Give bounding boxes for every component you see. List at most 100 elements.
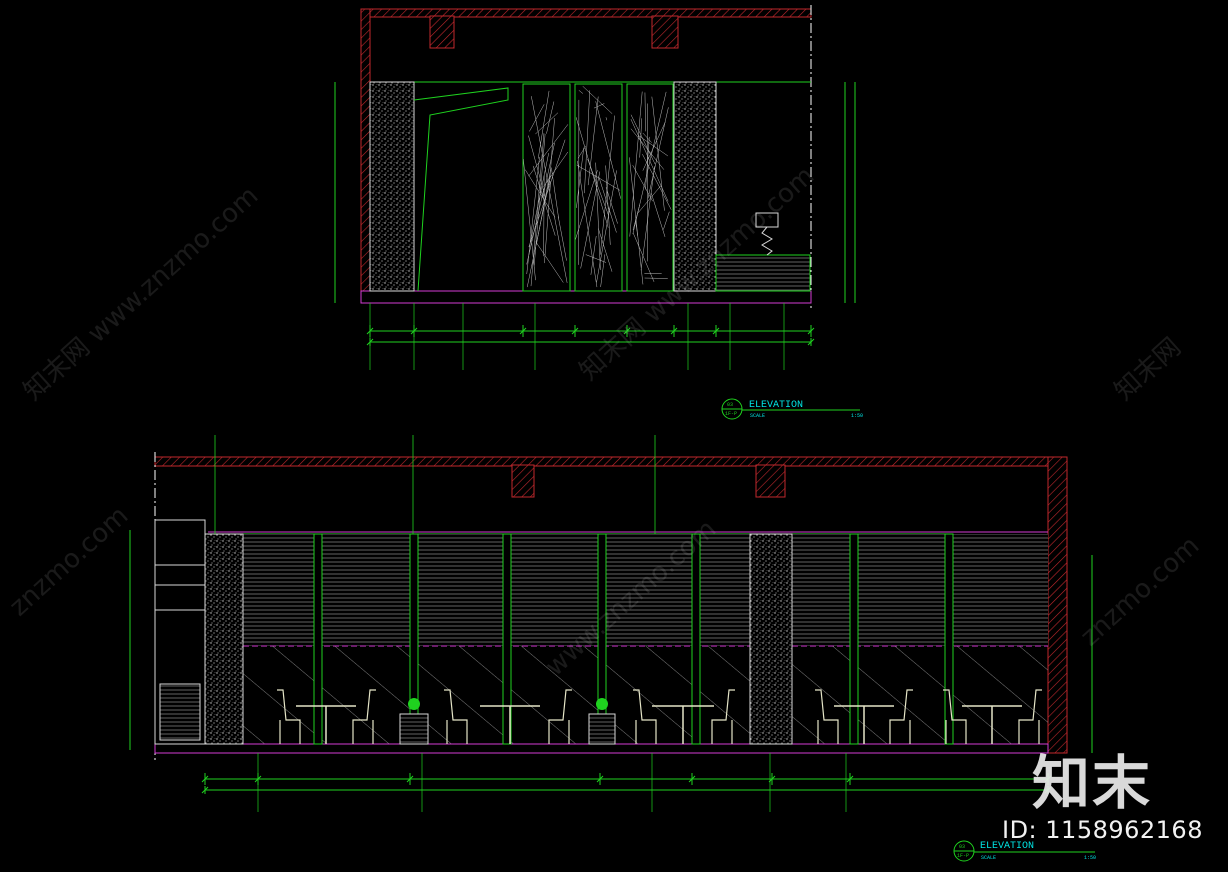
dim-slash bbox=[519, 327, 527, 335]
drawing-number: 03 bbox=[727, 402, 734, 408]
screen-texture bbox=[632, 204, 640, 230]
dim-slash bbox=[846, 775, 854, 783]
chair bbox=[352, 689, 376, 744]
mullion bbox=[691, 533, 701, 745]
screen-texture bbox=[593, 103, 605, 109]
screen-texture bbox=[599, 115, 615, 255]
beam bbox=[651, 15, 679, 49]
dim-slash bbox=[201, 786, 209, 794]
table-lamp-shade bbox=[755, 212, 779, 228]
screen-texture bbox=[605, 117, 608, 121]
screen-texture bbox=[528, 139, 566, 248]
screen-texture bbox=[587, 96, 599, 186]
screen-texture bbox=[629, 91, 643, 237]
screen-texture bbox=[590, 235, 597, 275]
screen-texture bbox=[642, 154, 672, 210]
mullion bbox=[944, 533, 954, 745]
screen-texture bbox=[523, 159, 536, 281]
screen-texture bbox=[600, 254, 606, 287]
screen-texture bbox=[535, 112, 559, 135]
plant bbox=[408, 698, 420, 710]
dim-slash bbox=[688, 775, 696, 783]
dining-furniture bbox=[277, 689, 1042, 745]
screen-texture bbox=[546, 101, 555, 134]
stone-column bbox=[749, 533, 793, 745]
dim-slash bbox=[1044, 775, 1052, 783]
screen-texture bbox=[557, 215, 567, 261]
plant bbox=[596, 698, 608, 710]
screen-texture bbox=[537, 90, 550, 159]
dim-slash bbox=[406, 775, 414, 783]
screen-texture bbox=[598, 176, 617, 233]
screen-texture bbox=[638, 135, 669, 157]
dim-slash bbox=[596, 775, 604, 783]
chair bbox=[711, 689, 735, 744]
screen-texture bbox=[639, 118, 643, 158]
screen-texture bbox=[595, 162, 601, 270]
screen-texture bbox=[529, 153, 549, 243]
planter-stand bbox=[399, 713, 429, 745]
screen-texture bbox=[595, 101, 621, 199]
chair bbox=[1018, 689, 1042, 744]
screen-texture bbox=[551, 167, 559, 219]
elevation-bottom bbox=[129, 435, 1093, 812]
screen-panels bbox=[522, 83, 674, 292]
screen-texture bbox=[528, 124, 569, 177]
screen-texture bbox=[663, 211, 670, 230]
screen-texture bbox=[532, 165, 556, 236]
beam bbox=[429, 15, 455, 49]
screen-texture bbox=[582, 86, 613, 114]
cabinet bbox=[159, 683, 201, 741]
dim-slash bbox=[807, 327, 815, 335]
screen-texture bbox=[644, 92, 646, 132]
console-cabinet bbox=[715, 254, 811, 292]
drawing-title: ELEVATION bbox=[749, 400, 804, 411]
stone-column bbox=[204, 533, 244, 745]
dim-slash bbox=[670, 327, 678, 335]
dimension-chain bbox=[334, 82, 856, 370]
screen-texture bbox=[587, 158, 609, 216]
screen-texture bbox=[543, 151, 569, 187]
screen-texture bbox=[598, 228, 613, 272]
floor-band bbox=[360, 290, 812, 304]
screen-texture bbox=[526, 188, 545, 265]
screen-texture bbox=[629, 157, 644, 285]
dim-slash bbox=[807, 338, 815, 346]
screen-texture bbox=[596, 170, 617, 283]
scale-value: 1:50 bbox=[1084, 855, 1097, 861]
chair bbox=[444, 689, 468, 744]
scale-label: SCALE bbox=[981, 855, 997, 861]
screen-texture bbox=[577, 145, 587, 159]
screen-texture bbox=[637, 185, 661, 214]
door-outline bbox=[413, 87, 509, 292]
mullions bbox=[313, 533, 954, 745]
title-block-top bbox=[721, 398, 860, 420]
stone-panel bbox=[673, 81, 717, 292]
screen-texture bbox=[528, 135, 547, 200]
screen-texture bbox=[530, 133, 545, 287]
drawing-number: 03 bbox=[959, 844, 966, 850]
chair bbox=[277, 689, 301, 744]
elevation-top bbox=[334, 5, 856, 370]
dim-slash bbox=[1044, 786, 1052, 794]
dimension-chain bbox=[129, 435, 1093, 812]
screen-texture bbox=[543, 175, 545, 257]
screen-texture bbox=[585, 254, 607, 263]
glass-wall bbox=[243, 646, 1048, 744]
screen-texture bbox=[535, 241, 564, 283]
screen-panel bbox=[626, 83, 674, 292]
chair bbox=[889, 689, 913, 744]
ceiling-slab bbox=[154, 456, 1068, 467]
screen-texture bbox=[575, 170, 598, 240]
mullion bbox=[597, 533, 607, 745]
floor-band bbox=[154, 743, 1049, 754]
scale-label: SCALE bbox=[750, 413, 766, 419]
screen-texture bbox=[531, 96, 568, 283]
screen-texture bbox=[605, 187, 618, 224]
table-lamp-base bbox=[761, 226, 773, 256]
chair bbox=[548, 689, 572, 744]
dim-slash bbox=[201, 775, 209, 783]
title-block-bottom bbox=[953, 840, 1095, 862]
screen-texture bbox=[584, 90, 591, 194]
